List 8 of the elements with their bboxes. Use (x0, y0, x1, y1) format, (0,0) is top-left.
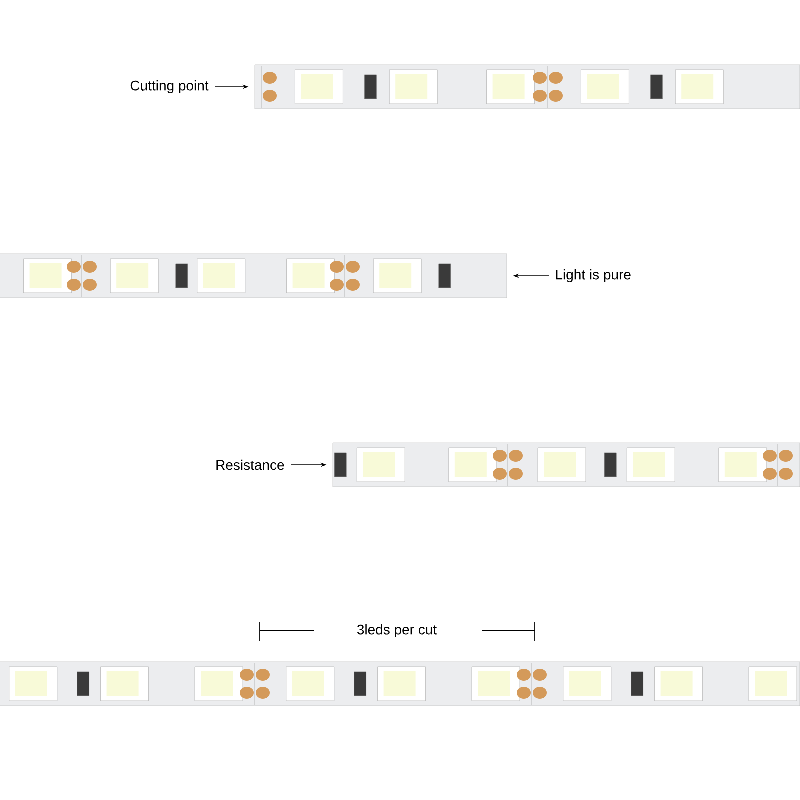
callout-text: Resistance (216, 460, 284, 470)
led-strip-drawing (332, 442, 800, 488)
callout-text: Light is pure (556, 269, 631, 283)
led-strip-drawing (254, 64, 800, 110)
led-strip-drawing (0, 254, 508, 298)
dimension-label: 3leds per cut (357, 624, 437, 638)
led-strip-drawing (0, 662, 800, 706)
callout-text: Cutting point (130, 80, 209, 94)
